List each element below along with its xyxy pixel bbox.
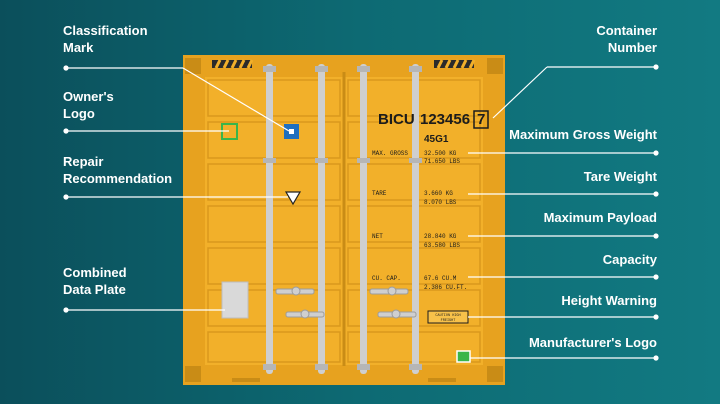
bottom-rail	[183, 365, 505, 385]
tare-lbs: 8.070 LBS	[424, 199, 457, 206]
label-height-warning: Height Warning	[561, 293, 657, 308]
label-manufacturers-logo: Manufacturer's Logo	[528, 335, 657, 350]
door-handles	[275, 286, 417, 319]
capacity-m3: 67.6 CU.M	[424, 275, 457, 282]
label-max-gross-weight: Maximum Gross Weight	[509, 127, 657, 142]
top-stripes-left	[212, 59, 254, 69]
net-label: NET	[372, 233, 383, 240]
check-digit: 7	[477, 111, 485, 128]
iso-size-type-code: 45G1	[424, 134, 449, 145]
label-capacity: Capacity	[602, 252, 657, 267]
corner-casting-tr	[487, 58, 503, 74]
check-digit-box	[473, 110, 489, 129]
combined-data-plate	[221, 281, 249, 319]
label-tare-weight: Tare Weight	[583, 169, 657, 184]
height-warning-line1: CAUTION HIGH	[435, 314, 460, 318]
leader-lines	[63, 64, 659, 361]
label-max-payload: Maximum Payload	[543, 210, 657, 225]
locking-rods	[263, 64, 422, 374]
max-gross-lbs: 71.650 LBS	[424, 158, 460, 165]
repair-recommendation-mark	[284, 191, 302, 206]
manufacturers-logo	[456, 350, 471, 363]
left-post	[183, 55, 205, 385]
tare-label: TARE	[372, 190, 387, 197]
corner-casting-br	[487, 366, 503, 382]
right-post	[483, 55, 505, 385]
serial-number: 123456	[420, 111, 470, 128]
owner-prefix: BICU	[378, 111, 415, 128]
corner-casting-tl	[185, 58, 201, 74]
capacity-ft3: 2.386 CU.FT.	[424, 284, 467, 291]
height-warning-line2: FREIGHT	[441, 319, 456, 323]
max-gross-label: MAX. GROSS	[372, 150, 408, 157]
top-stripes-right	[434, 59, 476, 69]
net-kg: 28.840 KG	[424, 233, 457, 240]
net-lbs: 63.580 LBS	[424, 242, 460, 249]
capacity-label: CU. CAP.	[372, 275, 401, 282]
tare-kg: 3.660 KG	[424, 190, 453, 197]
max-gross-kg: 32.500 KG	[424, 150, 457, 157]
corner-casting-bl	[185, 366, 201, 382]
